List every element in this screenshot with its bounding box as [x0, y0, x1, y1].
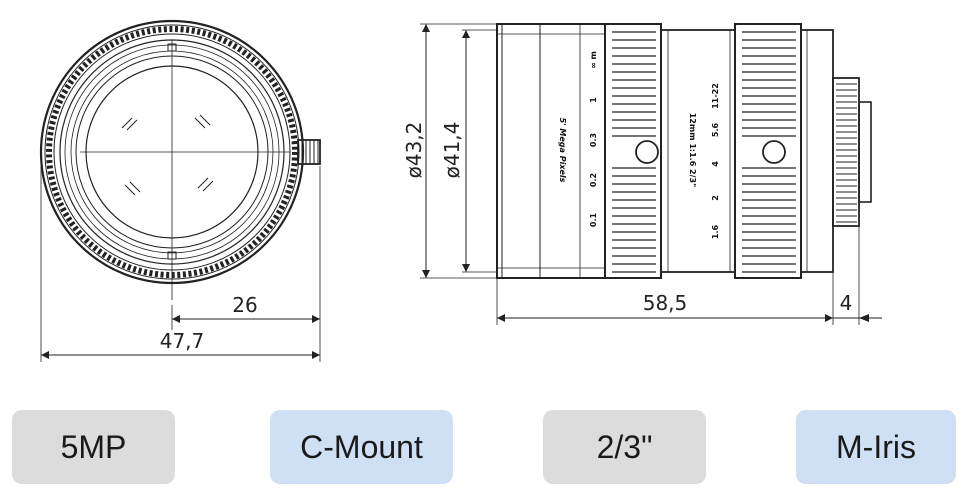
dim-length-label: 58,5 [643, 291, 688, 315]
dim-mount-label: 4 [840, 291, 853, 315]
front-view [39, 19, 321, 362]
badge-iris: M-Iris [796, 410, 956, 484]
focus-scale-engraving: 0.1 0.2 0.3 1 ∞ m [589, 51, 598, 227]
fstop-mark-1: 2 [711, 195, 720, 201]
dim-diameter-outer-label: ø43,2 [402, 122, 426, 179]
focus-mark-0: 0.1 [589, 212, 598, 227]
focus-mark-3: 1 [589, 97, 598, 103]
side-view [420, 23, 882, 325]
badge-resolution-label: 5MP [60, 428, 127, 465]
dim-offset-label: 26 [232, 293, 257, 317]
fstop-mark-4: 11-22 [711, 83, 720, 109]
model-engraving: 12mm 1:1.6 2/3" [688, 113, 697, 188]
dim-diameter-inner-label: ø41,4 [440, 122, 464, 179]
iris-ring-ridges [742, 31, 796, 273]
badge-resolution: 5MP [12, 410, 175, 484]
badge-sensor-format: 2/3" [543, 410, 706, 484]
dim-outer-diameter-label: 47,7 [160, 329, 205, 353]
badge-sensor-format-label: 2/3" [596, 428, 653, 465]
spec-badges: 5MP C-Mount 2/3" M-Iris [0, 405, 970, 485]
focus-mark-1: 0.2 [589, 173, 598, 187]
badge-mount-label: C-Mount [300, 428, 423, 465]
focus-mark-2: 0.3 [589, 133, 598, 147]
badge-mount: C-Mount [270, 410, 453, 484]
badge-iris-label: M-Iris [836, 428, 916, 465]
brand-engraving: 5' Mega Pixels [558, 118, 567, 183]
fstop-mark-3: 5.6 [711, 122, 720, 137]
focus-mark-4: ∞ m [589, 51, 598, 69]
fstop-engraving: 1.6 2 4 5.6 11-22 [711, 83, 720, 239]
fstop-mark-0: 1.6 [711, 224, 720, 239]
lens-drawing: 26 47,7 [39, 19, 882, 362]
mount-thread [836, 83, 857, 223]
focus-ring-ridges [612, 31, 656, 273]
fstop-mark-2: 4 [711, 161, 720, 167]
